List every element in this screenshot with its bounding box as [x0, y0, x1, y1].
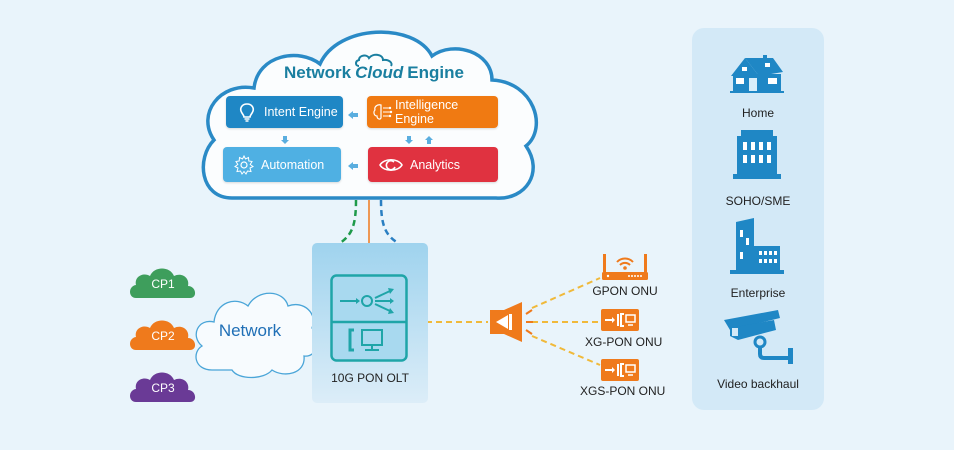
scenario-enterprise-label: Enterprise	[730, 286, 786, 300]
arrow-down-intent-to-automation	[281, 136, 289, 144]
splitter-icon[interactable]	[488, 300, 536, 344]
network-cloud-label: Network	[218, 321, 282, 340]
analytics-label: Analytics	[410, 157, 461, 172]
analytics-box[interactable]: Analytics	[368, 147, 498, 182]
olt-label: 10G PON OLT	[331, 371, 409, 385]
scenario-soho-sme-label: SOHO/SME	[725, 194, 791, 208]
router-icon[interactable]	[600, 250, 650, 282]
fiber-gpon	[531, 277, 601, 309]
lightbulb-icon	[239, 103, 255, 122]
arrow-left-analytics-to-automation	[348, 162, 358, 170]
cp1-cloud[interactable]	[128, 264, 198, 300]
link-blue-dashed	[379, 199, 399, 245]
office-building-icon[interactable]	[733, 128, 781, 180]
network-cloud[interactable]	[188, 282, 322, 382]
arrow-down-intel-to-analytics	[405, 136, 413, 144]
gpon-onu-label: GPON ONU	[592, 284, 658, 298]
house-icon[interactable]	[729, 52, 785, 94]
intelligence-engine-label: Intelligence Engine	[395, 98, 459, 126]
eye-icon	[379, 158, 403, 171]
cp3-label: CP3	[151, 381, 175, 395]
brain-icon	[373, 104, 393, 120]
cp3-cloud[interactable]	[128, 368, 198, 404]
cloud-engine-title: Network Cloud Engine	[284, 53, 464, 83]
xg-pon-onu-label: XG-PON ONU	[585, 335, 663, 349]
xgs-pon-onu-label: XGS-PON ONU	[580, 384, 666, 398]
enterprise-buildings-icon[interactable]	[728, 216, 786, 274]
olt-device-icon	[330, 274, 408, 362]
intent-engine-label: Intent Engine	[264, 105, 338, 119]
arrow-up-analytics-to-intel	[425, 136, 433, 144]
cloud-logo: Cloud	[355, 53, 403, 83]
fiber-xgspon	[531, 335, 601, 366]
gear-icon	[234, 154, 254, 175]
intelligence-engine-box[interactable]: Intelligence Engine	[367, 96, 498, 128]
arrow-left-intel-to-intent	[348, 111, 358, 119]
onu-device-icon[interactable]	[601, 359, 639, 381]
link-green-dashed	[339, 199, 358, 245]
cp2-cloud[interactable]	[128, 316, 198, 352]
automation-box[interactable]: Automation	[223, 147, 341, 182]
intent-engine-box[interactable]: Intent Engine	[226, 96, 343, 128]
automation-label: Automation	[261, 157, 325, 172]
title-suffix: Engine	[407, 63, 464, 82]
cp1-label: CP1	[151, 277, 175, 291]
scenario-video-backhaul-label: Video backhaul	[717, 377, 799, 391]
scenario-home-label: Home	[741, 106, 774, 120]
security-camera-icon[interactable]	[722, 308, 798, 366]
title-prefix: Network	[284, 63, 352, 82]
onu-device-icon[interactable]	[601, 309, 639, 331]
cloud-logo-icon	[355, 53, 393, 67]
cp2-label: CP2	[151, 329, 175, 343]
